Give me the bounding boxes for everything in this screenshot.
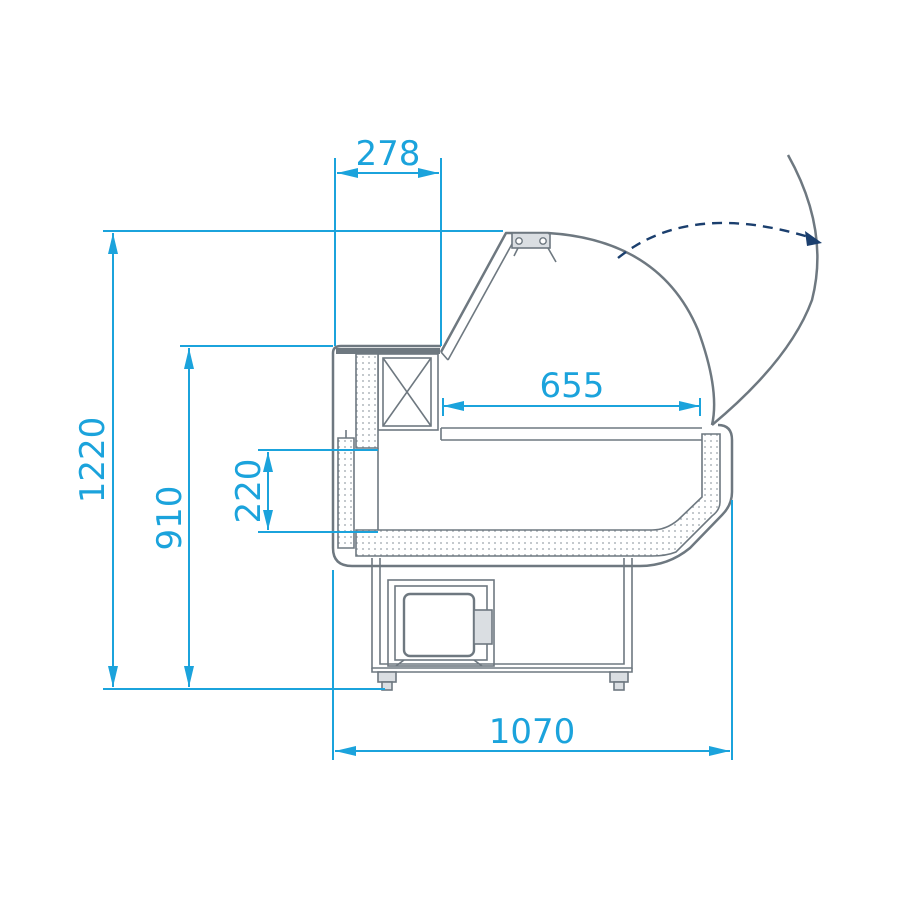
- dimension-display-depth: 655: [442, 366, 701, 416]
- dimension-label-overall-width: 1070: [489, 712, 576, 752]
- dimension-overall-height: 1220: [73, 230, 503, 690]
- dimension-label-counter-height: 910: [150, 486, 190, 551]
- insulation-layer: [355, 353, 721, 557]
- glass-frame: [439, 231, 557, 361]
- dimension-top-shelf-width: 278: [334, 134, 442, 346]
- dimension-label-well-depth: 220: [229, 459, 269, 524]
- cabinet-outline: [331, 344, 734, 568]
- rear-door-panel: [337, 430, 355, 549]
- dimension-well-depth: 220: [229, 449, 378, 533]
- tub-wall: [377, 428, 442, 530]
- dimension-label-top-shelf-width: 278: [356, 134, 421, 174]
- dimension-overall-width: 1070: [332, 500, 733, 760]
- front-curved-glass: [547, 154, 819, 426]
- glass-swing-arrow: [617, 221, 822, 259]
- rear-storage-compartment: [377, 353, 439, 431]
- compressor-unit: [387, 579, 495, 667]
- dimension-label-overall-height: 1220: [73, 417, 113, 504]
- base-compartment: [371, 558, 633, 673]
- dimension-label-display-depth: 655: [540, 366, 605, 406]
- leveling-feet: [377, 671, 629, 691]
- dimension-counter-height: 910: [150, 345, 333, 687]
- top-shelf: [336, 348, 440, 354]
